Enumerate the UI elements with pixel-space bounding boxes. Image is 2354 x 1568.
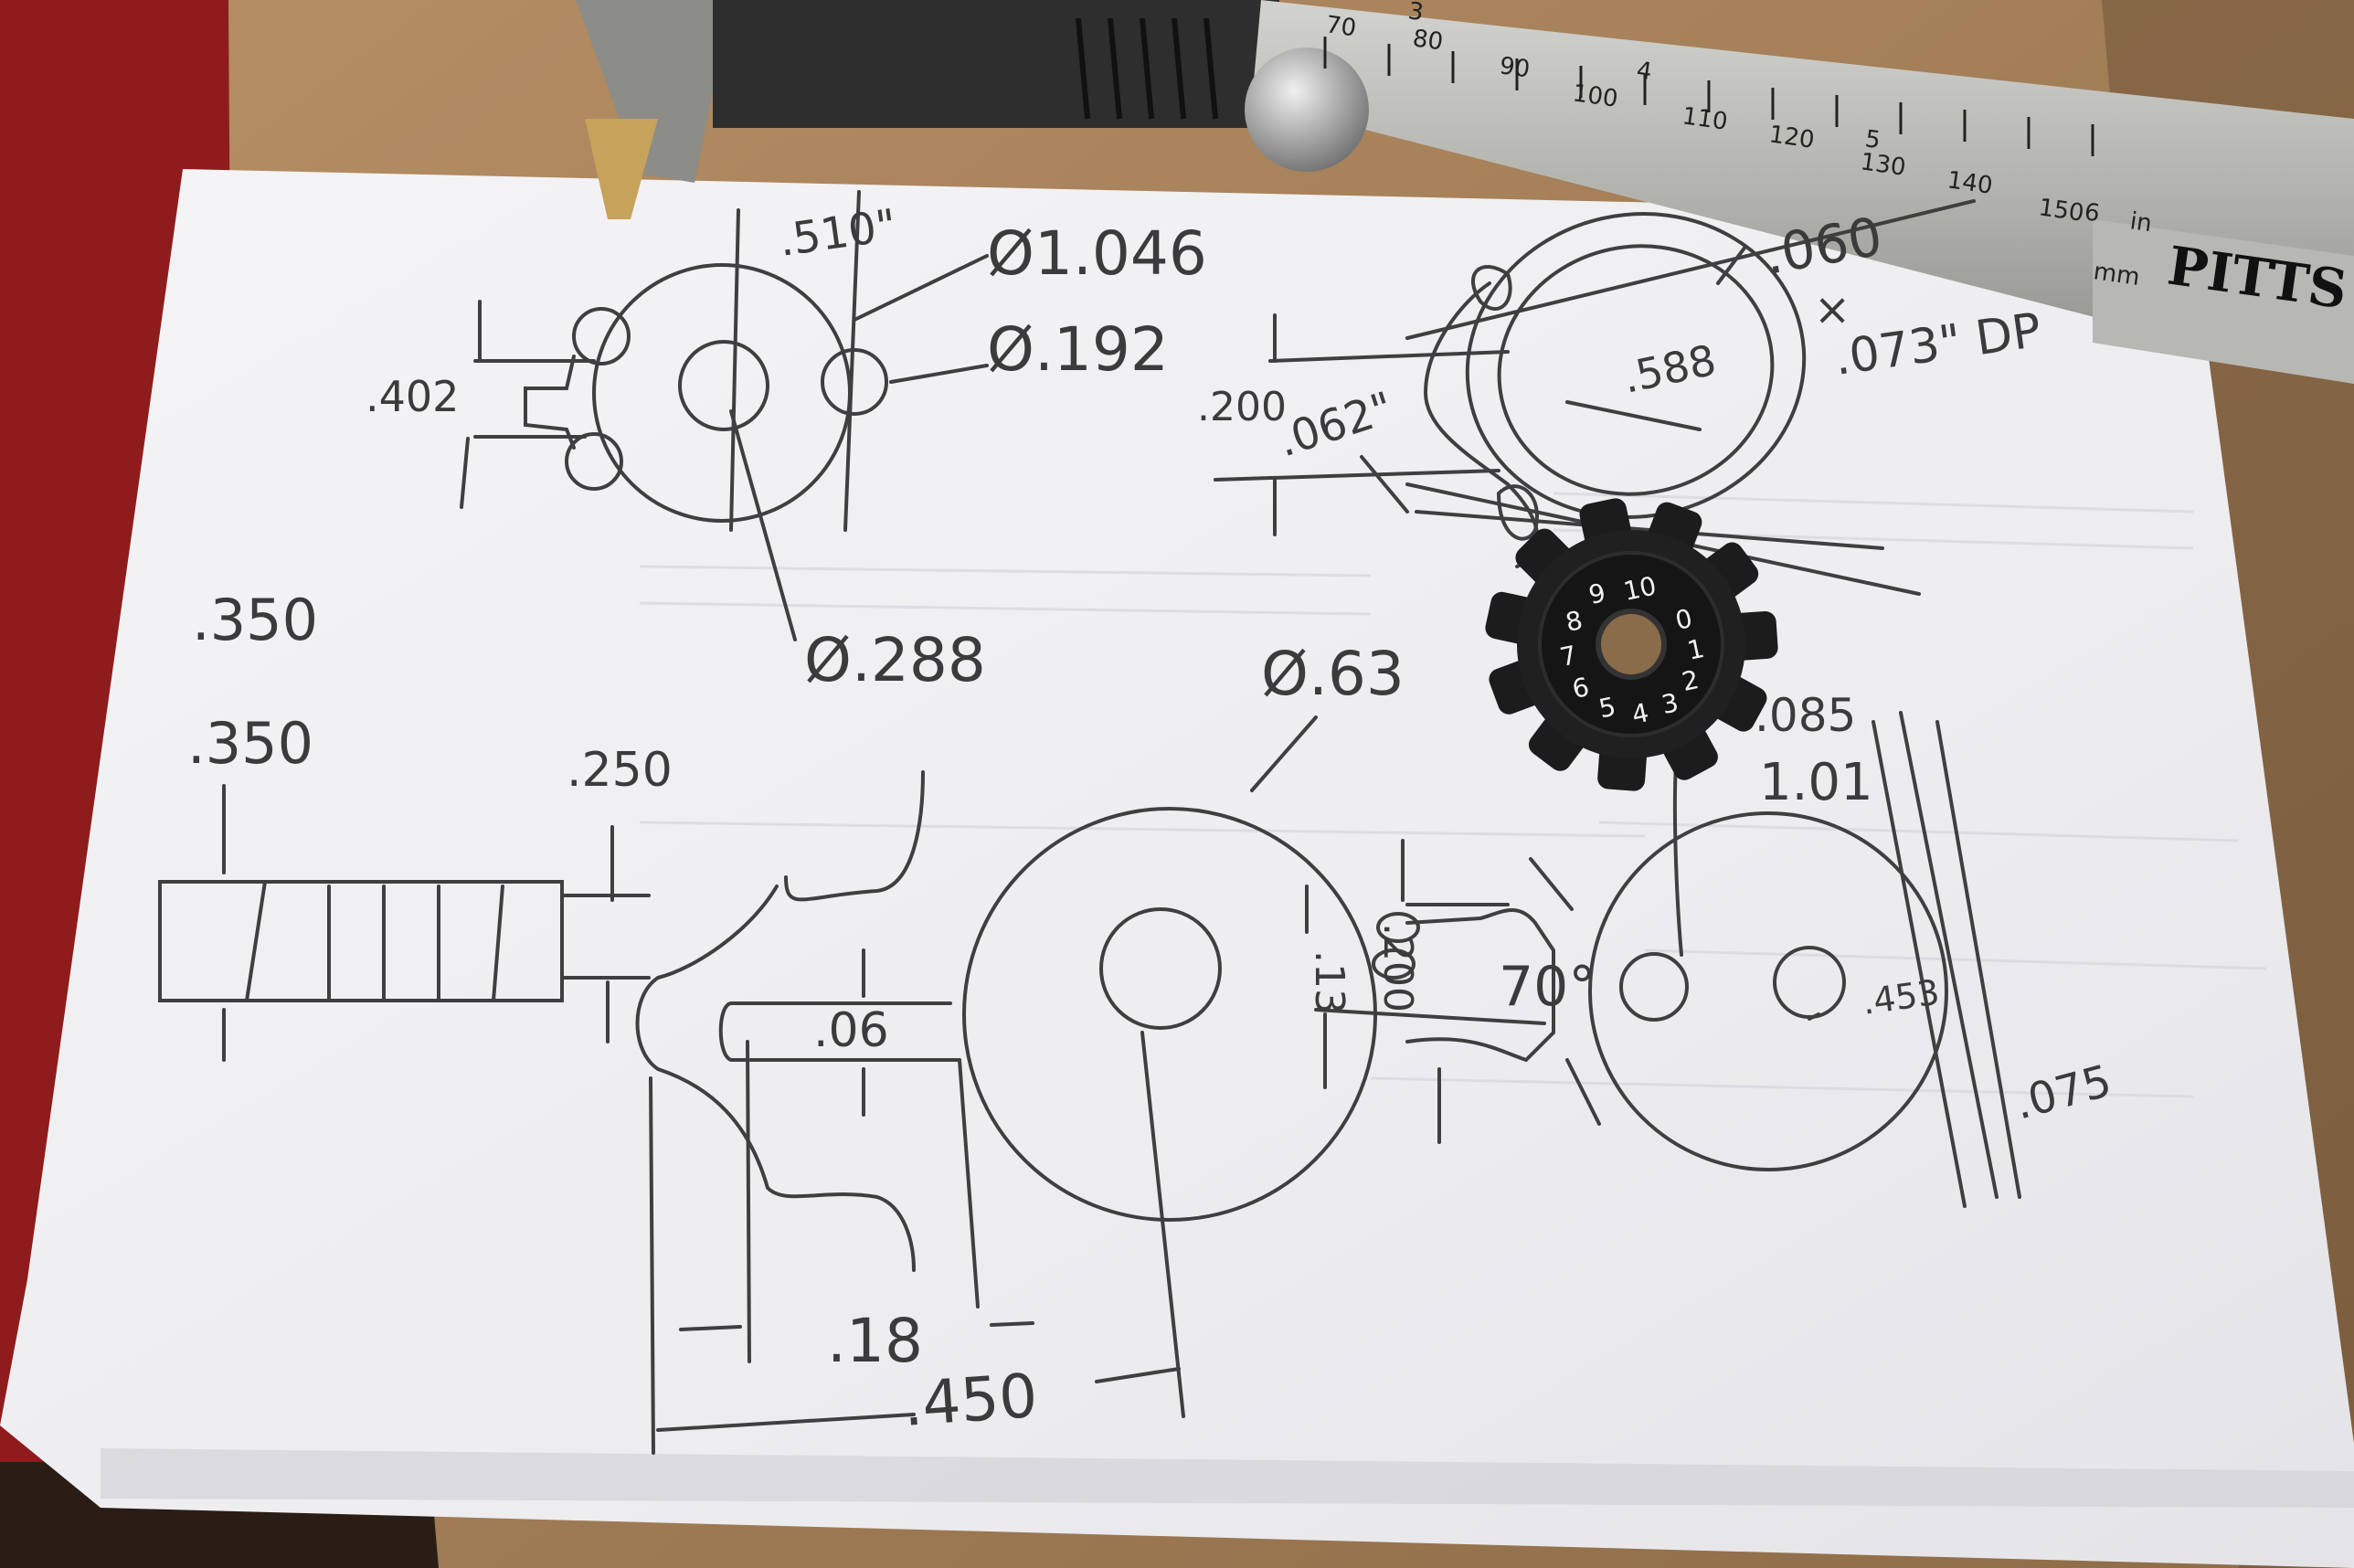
dim-085: .085	[1755, 689, 1856, 742]
caliper-jaw-brass	[585, 119, 658, 219]
gear-bore	[1596, 609, 1667, 680]
dim-dia-1046: Ø1.046	[987, 218, 1207, 289]
neck-arrow-70-a	[1529, 857, 1574, 911]
dim-450: .450	[901, 1361, 1040, 1440]
caliper-mm-80: 80	[1411, 25, 1445, 56]
side-profile-div5	[492, 885, 504, 1002]
top-centerline	[729, 208, 740, 532]
top-hole-right	[821, 348, 888, 416]
caliper-mm-140: 140	[1946, 166, 1994, 200]
paper-sheet	[0, 169, 2354, 1568]
top-vert-line	[843, 190, 861, 532]
dim-200-neck: .200	[1374, 923, 1421, 1012]
dim-dia-192: Ø.192	[987, 314, 1169, 385]
caliper-ticks	[1323, 37, 2094, 156]
caliper-jaw-left	[576, 0, 731, 183]
ring-upper-lobe	[1470, 264, 1512, 311]
right-disc-line-hole	[1808, 1012, 1820, 1021]
right-disc-hole-left	[1619, 952, 1689, 1022]
neck-pin-top	[1376, 912, 1420, 943]
caliper-body-block	[713, 0, 1279, 128]
dim-18: .18	[827, 1306, 923, 1376]
dim-101: 1.01	[1759, 753, 1873, 812]
paper-bottom-shadow	[101, 1448, 2354, 1508]
bottom-vert-mid	[746, 1040, 751, 1363]
neck-pin-bot	[1372, 948, 1416, 980]
dim-dia-288: Ø.288	[804, 625, 986, 695]
top-hole-lower-left	[565, 432, 623, 491]
dim-13: .13	[1306, 950, 1352, 1014]
ring-diag-1	[1405, 199, 1976, 340]
bottom-upper-flange	[784, 770, 925, 902]
caliper-mm-90: 90	[1498, 52, 1532, 83]
caliper-mm-120: 120	[1767, 121, 1816, 154]
ring-leader-062	[1360, 455, 1409, 514]
pencil-sketch	[158, 190, 2021, 1455]
caliper-unit-in: in	[2128, 207, 2154, 238]
dim-250: .250	[567, 743, 673, 798]
top-notch	[524, 355, 576, 450]
dim-dia-63: Ø.63	[1261, 639, 1405, 709]
bottom-leader-63	[1250, 715, 1318, 792]
ring-ext-top	[1268, 350, 1510, 363]
caliper-in-4: 4	[1635, 57, 1654, 86]
caliper-mm-100: 100	[1571, 79, 1619, 113]
ring-leader-588	[1565, 400, 1702, 431]
dim-times: ×	[1814, 284, 1850, 335]
caliper-in-5: 5	[1863, 125, 1882, 154]
right-vert-1	[1872, 720, 1967, 1208]
dim-402: .402	[366, 372, 459, 421]
dial-gear: 0 1 2 3 4 5 6 7 8 9 10	[1485, 498, 1778, 791]
caliper-unit-mm: mm	[2092, 258, 2141, 291]
caliper-in-6: 6	[2083, 198, 2102, 228]
bottom-arrow-18	[679, 1321, 1034, 1331]
bottom-arrow-450	[656, 1367, 1181, 1432]
top-leader-192	[889, 364, 989, 384]
right-vert-2	[1899, 711, 1999, 1199]
top-arrow-402-b	[460, 437, 470, 509]
caliper-brand-plate	[2093, 219, 2354, 384]
bottom-big-hole	[1099, 907, 1222, 1030]
caliper-mm-150: 150	[2037, 194, 2085, 228]
side-profile-div1	[245, 880, 267, 1002]
top-center-hole	[678, 340, 769, 431]
neck-arrow-70-b	[1565, 1058, 1601, 1126]
caliper-mm-130: 130	[1859, 148, 1907, 182]
dim-angle-70: 70°	[1499, 955, 1596, 1019]
bottom-vert-18	[958, 1058, 980, 1308]
bottom-arm-profile	[635, 885, 916, 1272]
top-leader-288	[729, 409, 797, 641]
right-disc	[1588, 811, 1948, 1171]
caliper-beam	[1252, 0, 2354, 384]
ring-ext-bottom	[1214, 469, 1500, 482]
caliper-in-3: 3	[1406, 0, 1426, 26]
right-vert-3	[1935, 720, 2021, 1199]
top-hole-upper-left	[572, 307, 631, 366]
neck-profile	[1405, 907, 1555, 1063]
bottom-hole-line	[1140, 1031, 1185, 1418]
caliper-mm-110: 110	[1681, 102, 1729, 136]
ring-inner	[1497, 244, 1775, 496]
gear-num-10: 10	[1621, 570, 1659, 607]
neck-ext-1	[1314, 1008, 1546, 1025]
dim-06: .06	[813, 1003, 889, 1058]
caliper: 70 80 90 100 110 120 130 140 150 3 4 5 6…	[576, 0, 2354, 384]
dim-350-overwrite: .350	[187, 710, 313, 777]
bottom-vert-left	[649, 1076, 655, 1455]
bottom-slot	[718, 1001, 961, 1062]
top-leader-1046	[853, 254, 989, 322]
caliper-knob	[1245, 48, 1369, 172]
ring-leader-060	[1716, 245, 1747, 285]
dim-200-top: .200	[1197, 384, 1287, 430]
side-profile-body	[158, 880, 564, 1002]
ring-lower-lobe	[1497, 484, 1539, 541]
caliper-knurl	[1076, 17, 1218, 120]
caliper-mm-70: 70	[1324, 11, 1358, 42]
dim-350: .350	[192, 587, 318, 653]
